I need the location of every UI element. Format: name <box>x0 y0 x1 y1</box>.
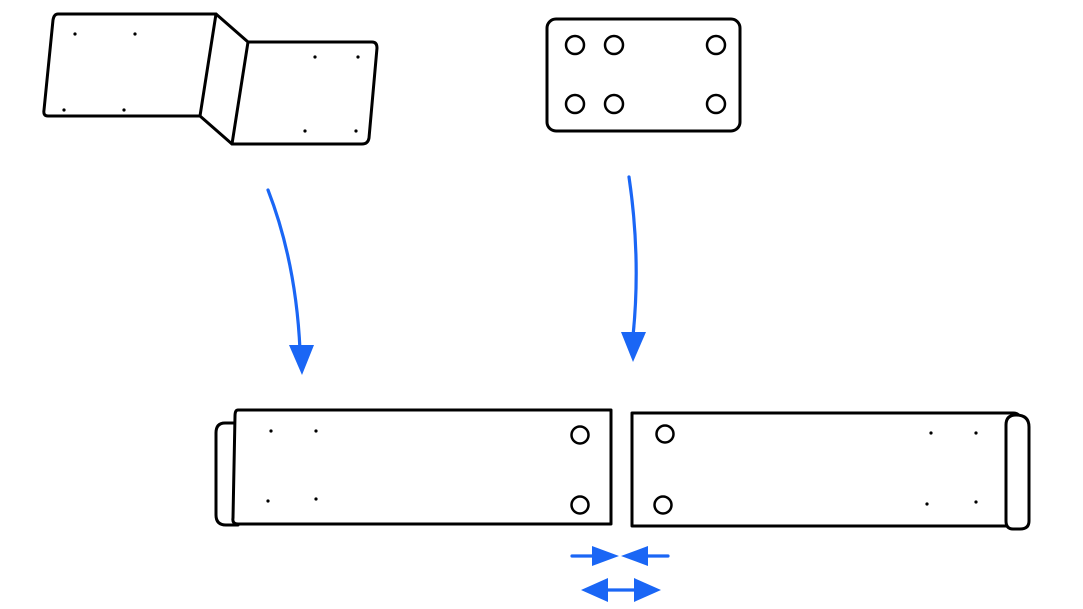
double-headed-arrow-icon <box>581 578 661 602</box>
curved-down-arrow-icon <box>621 175 646 362</box>
curved-down-arrow-icon <box>266 188 314 375</box>
right-rail-part <box>630 411 1031 531</box>
splice-plate-part <box>545 17 742 133</box>
converging-arrows-icon <box>570 546 670 566</box>
z-bracket-part <box>42 12 379 146</box>
left-rail-part <box>214 408 613 527</box>
